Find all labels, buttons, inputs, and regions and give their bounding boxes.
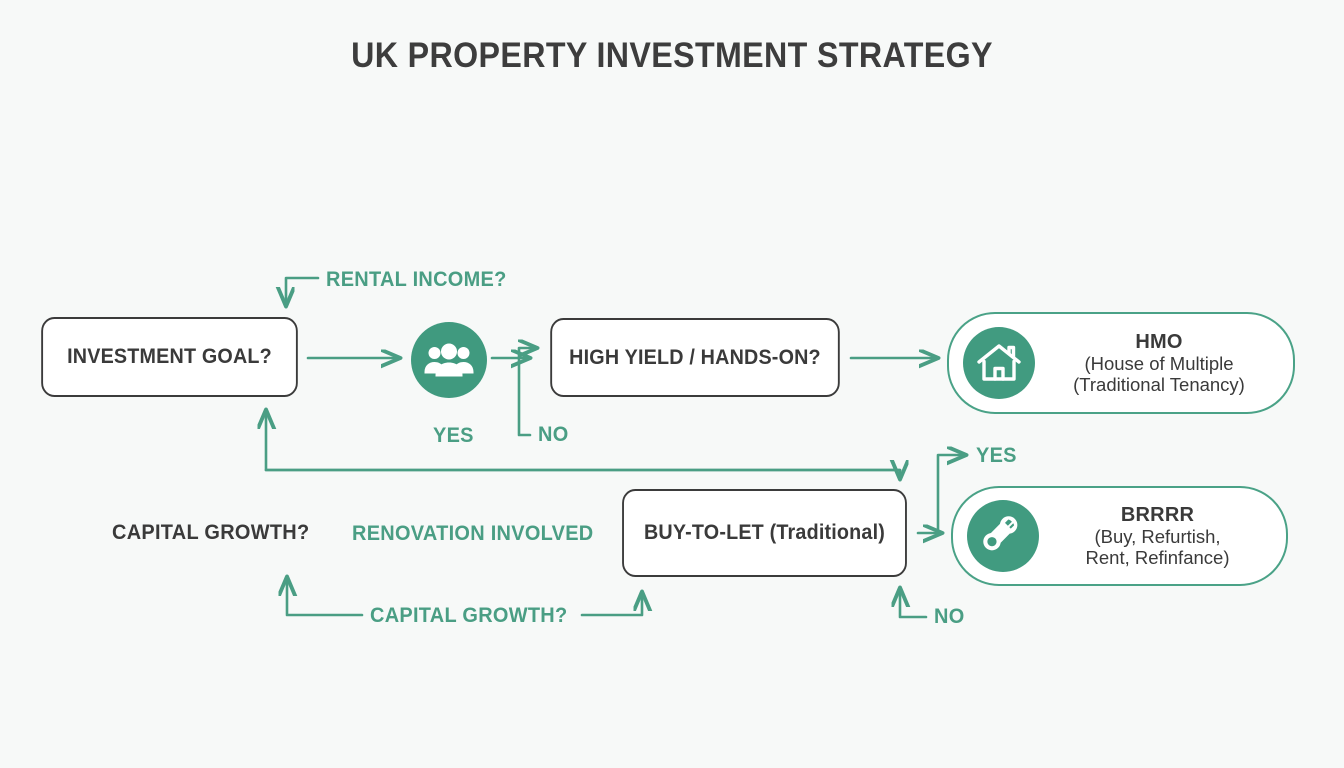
connector-capital-growth-left bbox=[287, 577, 364, 617]
node-buy-to-let[interactable]: BUY-TO-LET (Traditional) bbox=[622, 489, 907, 577]
node-buy-to-let-label: BUY-TO-LET bbox=[643, 521, 764, 544]
node-buy-to-let-sublabel: (Traditional) bbox=[769, 521, 886, 544]
outcome-brrrr-sub1: (Buy, Refurtish, bbox=[1094, 526, 1221, 548]
outcome-hmo-sub1: (House of Multiple bbox=[1084, 353, 1234, 375]
people-group-glyph bbox=[424, 343, 474, 377]
edge-label-rental-income: RENTAL INCOME? bbox=[326, 268, 507, 291]
edge-label-capital-growth-left: CAPITAL GROWTH? bbox=[112, 521, 310, 544]
node-investment-goal-label: INVESTMENT GOAL? bbox=[67, 345, 272, 368]
wrench-glyph bbox=[983, 516, 1018, 551]
outcome-hmo-text: HMO (House of Multiple (Traditional Tena… bbox=[1035, 331, 1293, 396]
edge-label-yes-brrrr: YES bbox=[976, 444, 1017, 467]
wrench-icon bbox=[967, 500, 1039, 572]
outcome-brrrr-name: BRRRR bbox=[1120, 503, 1195, 526]
connector-feedback-to-goal bbox=[266, 410, 902, 472]
connector-no-brrrr bbox=[900, 588, 928, 619]
edge-label-no-people: NO bbox=[538, 423, 569, 446]
connector-rental-income bbox=[286, 276, 320, 306]
connector-no-to-highyield bbox=[517, 348, 537, 437]
node-high-yield[interactable]: HIGH YIELD / HANDS-ON? bbox=[550, 318, 840, 397]
node-high-yield-label: HIGH YIELD / HANDS-ON? bbox=[569, 345, 821, 369]
outcome-brrrr-text: BRRRR (Buy, Refurtish, Rent, Refinfance) bbox=[1039, 504, 1286, 569]
node-investment-goal[interactable]: INVESTMENT GOAL? bbox=[41, 317, 298, 397]
edge-label-renovation-involved: RENOVATION INVOLVED bbox=[352, 522, 594, 545]
outcome-hmo-name: HMO bbox=[1135, 330, 1183, 353]
connector-feedback-to-buytolet bbox=[264, 470, 900, 479]
edge-label-no-brrrr: NO bbox=[934, 605, 965, 628]
edge-label-yes-people: YES bbox=[433, 424, 474, 447]
connector-capital-growth-right bbox=[580, 592, 642, 617]
edge-label-capital-growth-bottom: CAPITAL GROWTH? bbox=[370, 604, 568, 627]
house-glyph bbox=[977, 344, 1021, 381]
outcome-hmo-sub2: (Traditional Tenancy) bbox=[1073, 374, 1245, 396]
page-title: UK PROPERTY INVESTMENT STRATEGY bbox=[351, 36, 993, 75]
outcome-brrrr-sub2: Rent, Refinfance) bbox=[1085, 547, 1230, 569]
house-icon bbox=[963, 327, 1035, 399]
outcome-card-hmo[interactable]: HMO (House of Multiple (Traditional Tena… bbox=[947, 312, 1295, 414]
outcome-card-brrrr[interactable]: BRRRR (Buy, Refurtish, Rent, Refinfance) bbox=[951, 486, 1288, 586]
people-group-icon[interactable] bbox=[411, 322, 487, 398]
